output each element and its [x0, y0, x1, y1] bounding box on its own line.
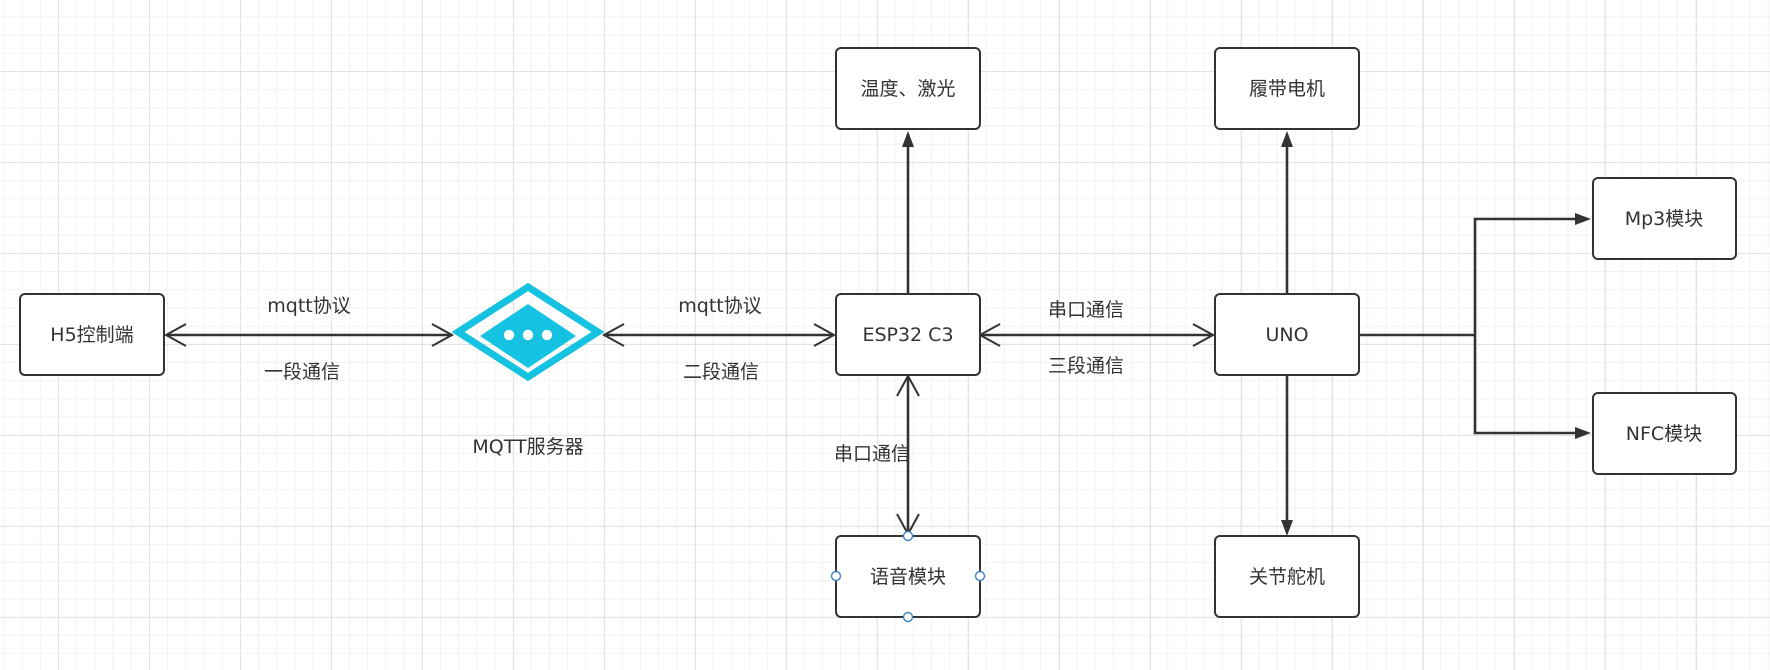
connection-handle-top[interactable] — [902, 530, 914, 542]
node-nfc[interactable]: NFC模块 — [1592, 392, 1737, 475]
node-voice-label: 语音模块 — [870, 566, 946, 588]
edge-uno-modules[interactable] — [1360, 213, 1591, 439]
node-h5-label: H5控制端 — [50, 324, 133, 346]
connection-handle-bottom[interactable] — [902, 611, 914, 623]
node-h5[interactable]: H5控制端 — [19, 293, 165, 376]
edge-uno-track-motor[interactable] — [1281, 131, 1293, 294]
edge-label-uno-protocol: 串口通信 — [1048, 299, 1124, 321]
edge-label-voice-serial: 串口通信 — [834, 443, 910, 465]
node-track-motor[interactable]: 履带电机 — [1214, 47, 1360, 130]
connection-handle-left[interactable] — [830, 570, 842, 582]
edge-mqtt-esp32[interactable] — [601, 323, 837, 347]
mqtt-server-icon — [451, 282, 605, 382]
node-mp3-label: Mp3模块 — [1625, 208, 1704, 230]
node-esp32[interactable]: ESP32 C3 — [835, 293, 981, 376]
node-mqtt-server[interactable]: MQTT服务器 — [451, 282, 605, 458]
edge-label-esp32-protocol: mqtt协议 — [678, 295, 761, 317]
node-track-motor-label: 履带电机 — [1249, 78, 1325, 100]
arrow-head-right — [1575, 427, 1591, 439]
node-mp3[interactable]: Mp3模块 — [1592, 177, 1737, 260]
arrow-open-right — [431, 323, 455, 347]
edge-esp32-uno[interactable] — [977, 323, 1216, 347]
arrow-open-left — [601, 323, 625, 347]
edge-label-uno-stage: 三段通信 — [1048, 355, 1124, 377]
edge-esp32-temp-laser[interactable] — [902, 131, 914, 294]
node-servo[interactable]: 关节舵机 — [1214, 535, 1360, 618]
edge-h5-mqtt[interactable] — [163, 323, 455, 347]
connection-handle-right[interactable] — [974, 570, 986, 582]
node-temp-laser[interactable]: 温度、激光 — [835, 47, 981, 130]
node-temp-laser-label: 温度、激光 — [860, 78, 955, 100]
edge-label-esp32-stage: 二段通信 — [683, 361, 759, 383]
node-voice[interactable]: 语音模块 — [830, 530, 986, 623]
arrow-head-right — [1575, 213, 1591, 225]
node-esp32-label: ESP32 C3 — [862, 324, 953, 346]
node-uno[interactable]: UNO — [1214, 293, 1360, 376]
arrow-head-up — [902, 131, 914, 147]
node-servo-label: 关节舵机 — [1249, 566, 1325, 588]
arrow-head-up — [1281, 131, 1293, 147]
arrow-head-down — [1281, 520, 1293, 536]
arrow-open-left — [163, 323, 187, 347]
arrow-open-right — [813, 323, 837, 347]
node-uno-label: UNO — [1265, 324, 1308, 346]
node-nfc-label: NFC模块 — [1626, 423, 1702, 445]
edge-uno-servo[interactable] — [1281, 376, 1293, 536]
arrow-open-right — [1192, 323, 1216, 347]
mqtt-server-caption: MQTT服务器 — [472, 436, 583, 458]
edge-label-h5-protocol: mqtt协议 — [267, 295, 350, 317]
edge-label-h5-stage: 一段通信 — [264, 361, 340, 383]
